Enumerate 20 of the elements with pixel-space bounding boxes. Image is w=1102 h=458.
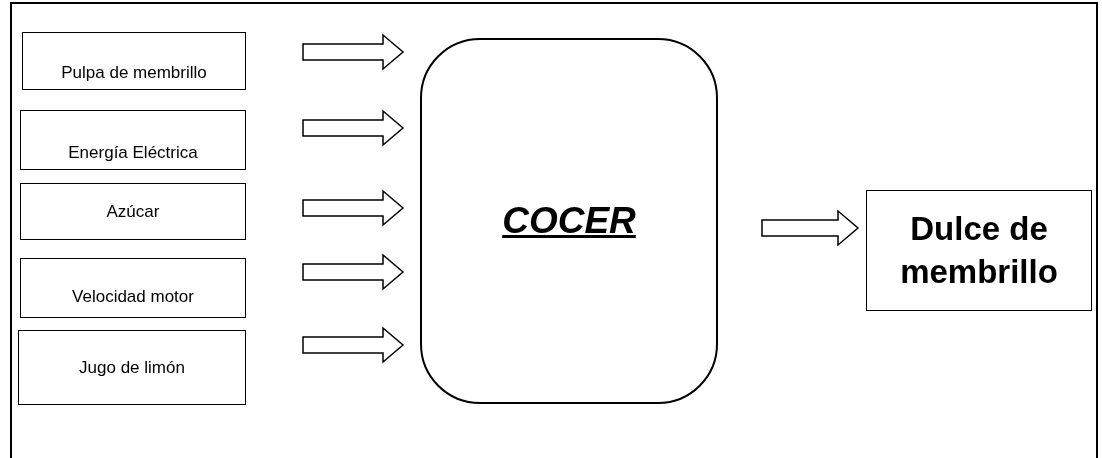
node-label: Azúcar: [105, 201, 161, 222]
input-box: [18, 330, 246, 405]
block-arrow: [761, 209, 860, 247]
block-arrow: [302, 109, 405, 147]
node-label: Velocidad motor: [71, 287, 195, 308]
node-label: Dulce de membrillo: [899, 208, 1059, 292]
process-box: [420, 38, 718, 404]
input-box: [20, 110, 246, 170]
input-box: [20, 183, 246, 240]
node-label: Jugo de limón: [78, 357, 186, 378]
input-box: [20, 258, 246, 318]
block-arrow: [302, 33, 405, 71]
block-arrow: [302, 326, 405, 364]
block-arrow: [302, 189, 405, 227]
node-label: Energía Eléctrica: [67, 143, 199, 164]
input-box: [22, 32, 246, 90]
node-label: Pulpa de membrillo: [60, 63, 208, 84]
output-box: [866, 190, 1092, 311]
node-label: COCER: [502, 200, 636, 242]
block-arrow: [302, 253, 405, 291]
